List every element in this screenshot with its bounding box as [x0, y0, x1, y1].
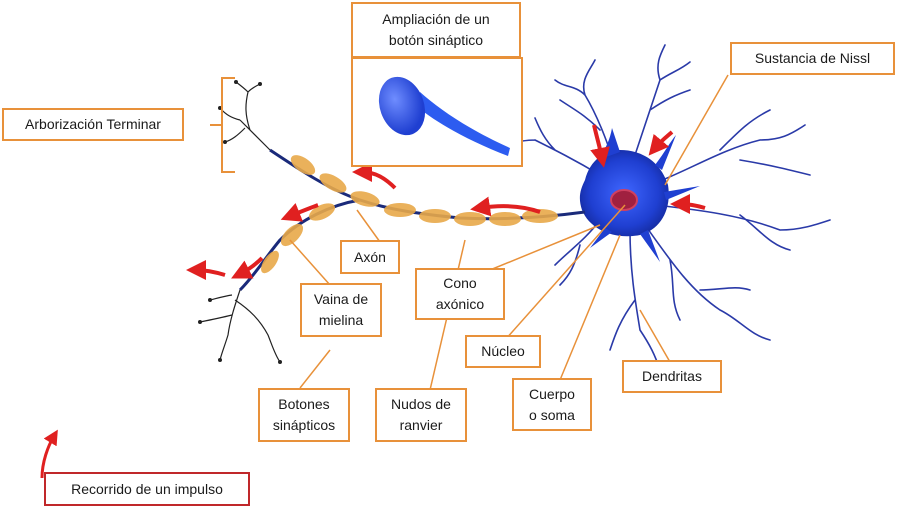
- arborization-bracket: [210, 77, 235, 173]
- label-recorrido-impulso: Recorrido de un impulso: [44, 472, 250, 506]
- nucleus: [610, 189, 638, 211]
- label-cono-axonico: Cono axónico: [415, 268, 505, 320]
- label-sustancia-nissl: Sustancia de Nissl: [730, 42, 895, 75]
- label-vaina-mielina: Vaina de mielina: [300, 283, 382, 337]
- myelin-sheath: [261, 155, 558, 274]
- label-axon: Axón: [340, 240, 400, 274]
- impulse-arrows: [186, 124, 706, 281]
- bouton-inset: [351, 57, 523, 167]
- label-cuerpo-soma: Cuerpo o soma: [512, 378, 592, 431]
- label-dendritas: Dendritas: [622, 360, 722, 393]
- synaptic-knobs: [198, 80, 282, 364]
- label-botones-sinapticos: Botones sinápticos: [258, 388, 350, 442]
- terminal-arborization: [199, 81, 281, 363]
- leader-lines: [289, 30, 729, 391]
- label-arborizacion-terminar: Arborización Terminar: [2, 108, 184, 141]
- label-nucleo: Núcleo: [465, 335, 541, 368]
- label-nudos-ranvier: Nudos de ranvier: [375, 388, 467, 442]
- legend-impulse-arrow: [40, 429, 58, 479]
- label-ampliacion: Ampliación de un botón sináptico: [351, 2, 521, 58]
